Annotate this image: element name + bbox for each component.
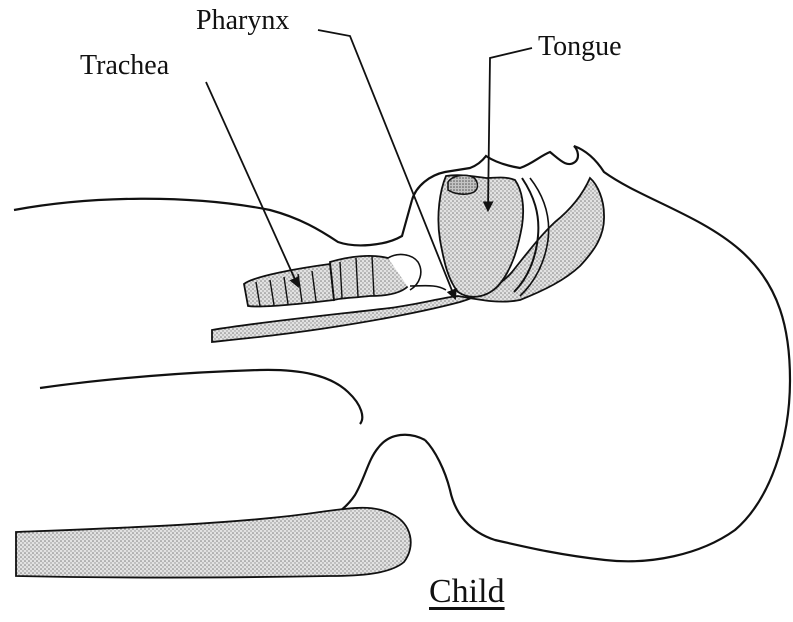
tongue-label: Tongue: [538, 33, 622, 61]
back-outline: [14, 199, 412, 246]
pillow: [16, 508, 411, 578]
pharynx-label: Pharynx: [196, 7, 289, 35]
trachea-label: Trachea: [80, 52, 169, 80]
caption: Child: [429, 575, 505, 609]
trachea-leader: [206, 82, 298, 286]
trachea-rings: [244, 255, 446, 307]
chest-outline: [40, 370, 362, 424]
upper-teeth: [448, 175, 477, 194]
